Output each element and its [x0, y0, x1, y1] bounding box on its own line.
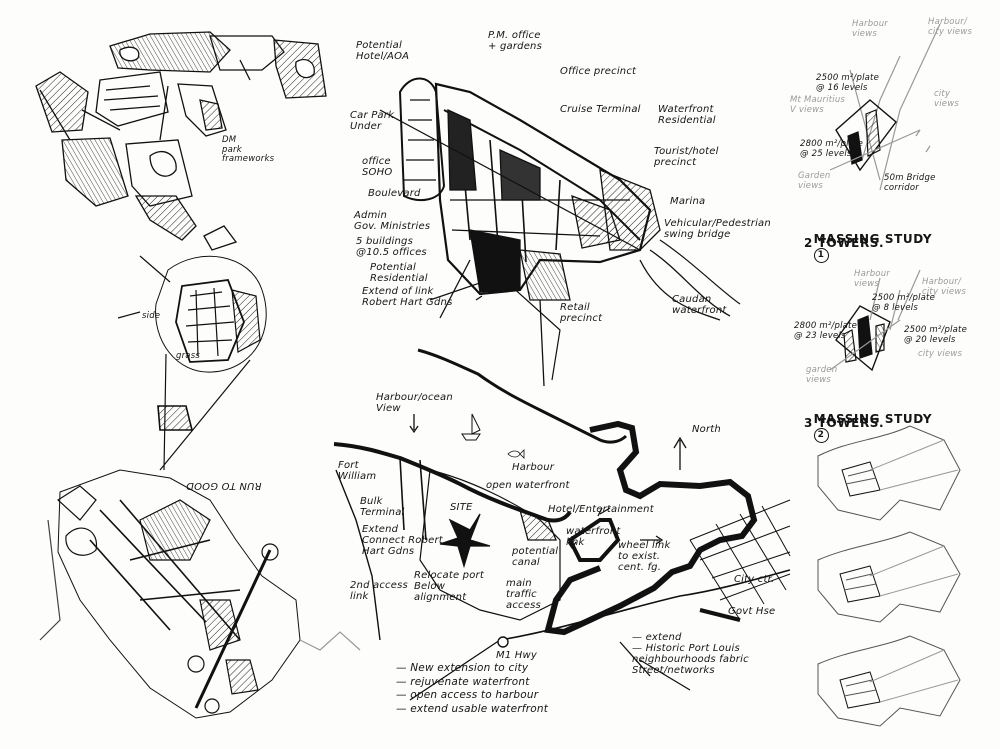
label-office-precinct: Office precinct — [560, 66, 637, 77]
label-potential-residential: Potential Residential — [370, 262, 428, 284]
m2-garden-views: garden views — [806, 365, 838, 385]
massing-study-2-number: 2 — [813, 428, 829, 443]
label-tourist-hotel: Tourist/hotel precinct — [654, 146, 719, 168]
m1-garden-views: Garden views — [798, 171, 831, 191]
sketch-massing-diagrams — [817, 425, 961, 727]
m2-2500-20: 2500 m²/plate @ 20 levels — [904, 325, 968, 345]
label-bulk-terminal: Bulk Terminal — [360, 496, 405, 518]
label-cruise-terminal: Cruise Terminal — [560, 104, 641, 115]
massing-study-1-title: MASSING STUDY 1 — [804, 218, 932, 263]
label-harbour: Harbour — [512, 462, 555, 473]
label-side: side — [142, 311, 161, 321]
label-open-waterfront: open waterfront — [486, 480, 570, 491]
label-harbour-ocean-view: Harbour/ocean View — [376, 392, 453, 414]
sketch-bottom-left-site — [39, 469, 361, 719]
massing-study-2-title: MASSING STUDY 2 — [804, 398, 932, 443]
m2-harbour-views: Harbour views — [854, 269, 890, 289]
list-item: — New extension to city — [396, 662, 529, 674]
list-item: — open access to harbour — [396, 689, 539, 701]
massing-study-1-subtitle: 2 TOWERS. — [804, 236, 885, 250]
label-potential-hotel: Potential Hotel/AOA — [356, 40, 410, 62]
label-dm-park: DM park frameworks — [222, 135, 275, 164]
list-item: — rejuvenate waterfront — [396, 675, 530, 688]
massing-study-1-number: 1 — [813, 248, 829, 263]
label-extend-historic: — extend — Historic Port Louis neighbour… — [632, 632, 749, 676]
sketch-courtyard-plan — [117, 255, 267, 471]
label-retail-precinct: Retail precinct — [560, 302, 603, 324]
m1-city-views: city views — [934, 89, 960, 109]
m2-2800-23: 2800 m²/plate @ 23 levels — [794, 321, 858, 341]
label-upside-down: RUN TO GOOD — [186, 480, 262, 491]
label-north: North — [692, 424, 721, 435]
m1-2800-25: 2800 m²/plate @ 25 levels — [800, 139, 864, 159]
label-govt-hse: Govt Hse — [728, 606, 776, 617]
label-vehicular-bridge: Vehicular/Pedestrian swing bridge — [664, 218, 771, 240]
label-caudan-waterfront: Caudan waterfront — [672, 294, 727, 316]
label-waterfront-link: waterfront link — [566, 526, 621, 548]
label-admin: Admin Gov. Ministries — [354, 210, 431, 232]
massing-study-2-subtitle: 3 TOWERS. — [804, 416, 885, 430]
label-grass: grass — [176, 351, 200, 361]
key-moves-list: — New extension to city — rejuvenate wat… — [396, 662, 548, 716]
sketch-site-plan — [333, 413, 791, 701]
label-second-access: 2nd access link — [350, 580, 408, 602]
label-wheel-link: wheel link to exist. cent. fg. — [618, 540, 671, 573]
m2-city-views: city views — [918, 349, 963, 359]
label-main-traffic: main traffic access — [506, 578, 541, 611]
label-carpark: Car Park Under — [350, 110, 395, 132]
sketch-massing-2 — [829, 269, 921, 372]
label-m1-hwy: M1 Hwy — [496, 650, 537, 661]
label-fort-william: Fort William — [338, 460, 377, 482]
sketch-masterplan — [379, 77, 741, 444]
sketch-top-left-blocks — [35, 31, 327, 251]
m1-harbour-city-views: Harbour/ city views — [928, 17, 973, 37]
label-waterfront-residential: Waterfront Residential — [658, 104, 716, 126]
label-city-ctr: City ctr. — [734, 574, 775, 585]
m1-50m-bridge: 50m Bridge corridor — [884, 173, 936, 193]
m2-2500-8: 2500 m²/plate @ 8 levels — [872, 293, 936, 313]
m2-harbour-city-views: Harbour/ city views — [922, 277, 967, 297]
m1-harbour-views: Harbour views — [852, 19, 888, 39]
label-pm-office: P.M. office + gardens — [488, 30, 542, 52]
label-potential-canal: potential canal — [512, 546, 559, 568]
label-marina: Marina — [670, 196, 706, 207]
label-extend-connect: Extend Connect Robert Hart Gdns — [362, 524, 443, 557]
label-boulevard: Boulevard — [368, 188, 421, 199]
massing-study-2-label: MASSING STUDY — [813, 412, 933, 426]
massing-study-1-label: MASSING STUDY — [813, 232, 933, 246]
label-hotel-entertainment: Hotel/Entertainment — [548, 504, 654, 515]
label-site: SITE — [450, 502, 473, 513]
m1-2500-16: 2500 m²/plate @ 16 levels — [816, 73, 880, 93]
label-relocate-port: Relocate port Below alignment — [414, 570, 484, 603]
sketch-massing-1 — [829, 23, 941, 191]
label-five-buildings: 5 buildings @10.5 offices — [356, 236, 427, 258]
label-extend-link: Extend of link Robert Hart Gdns — [362, 286, 453, 308]
list-item: — extend usable waterfront — [396, 702, 549, 715]
m1-mount-views: Mt Mauritius V views — [790, 95, 846, 115]
label-office-soho: office SOHO — [362, 156, 393, 178]
